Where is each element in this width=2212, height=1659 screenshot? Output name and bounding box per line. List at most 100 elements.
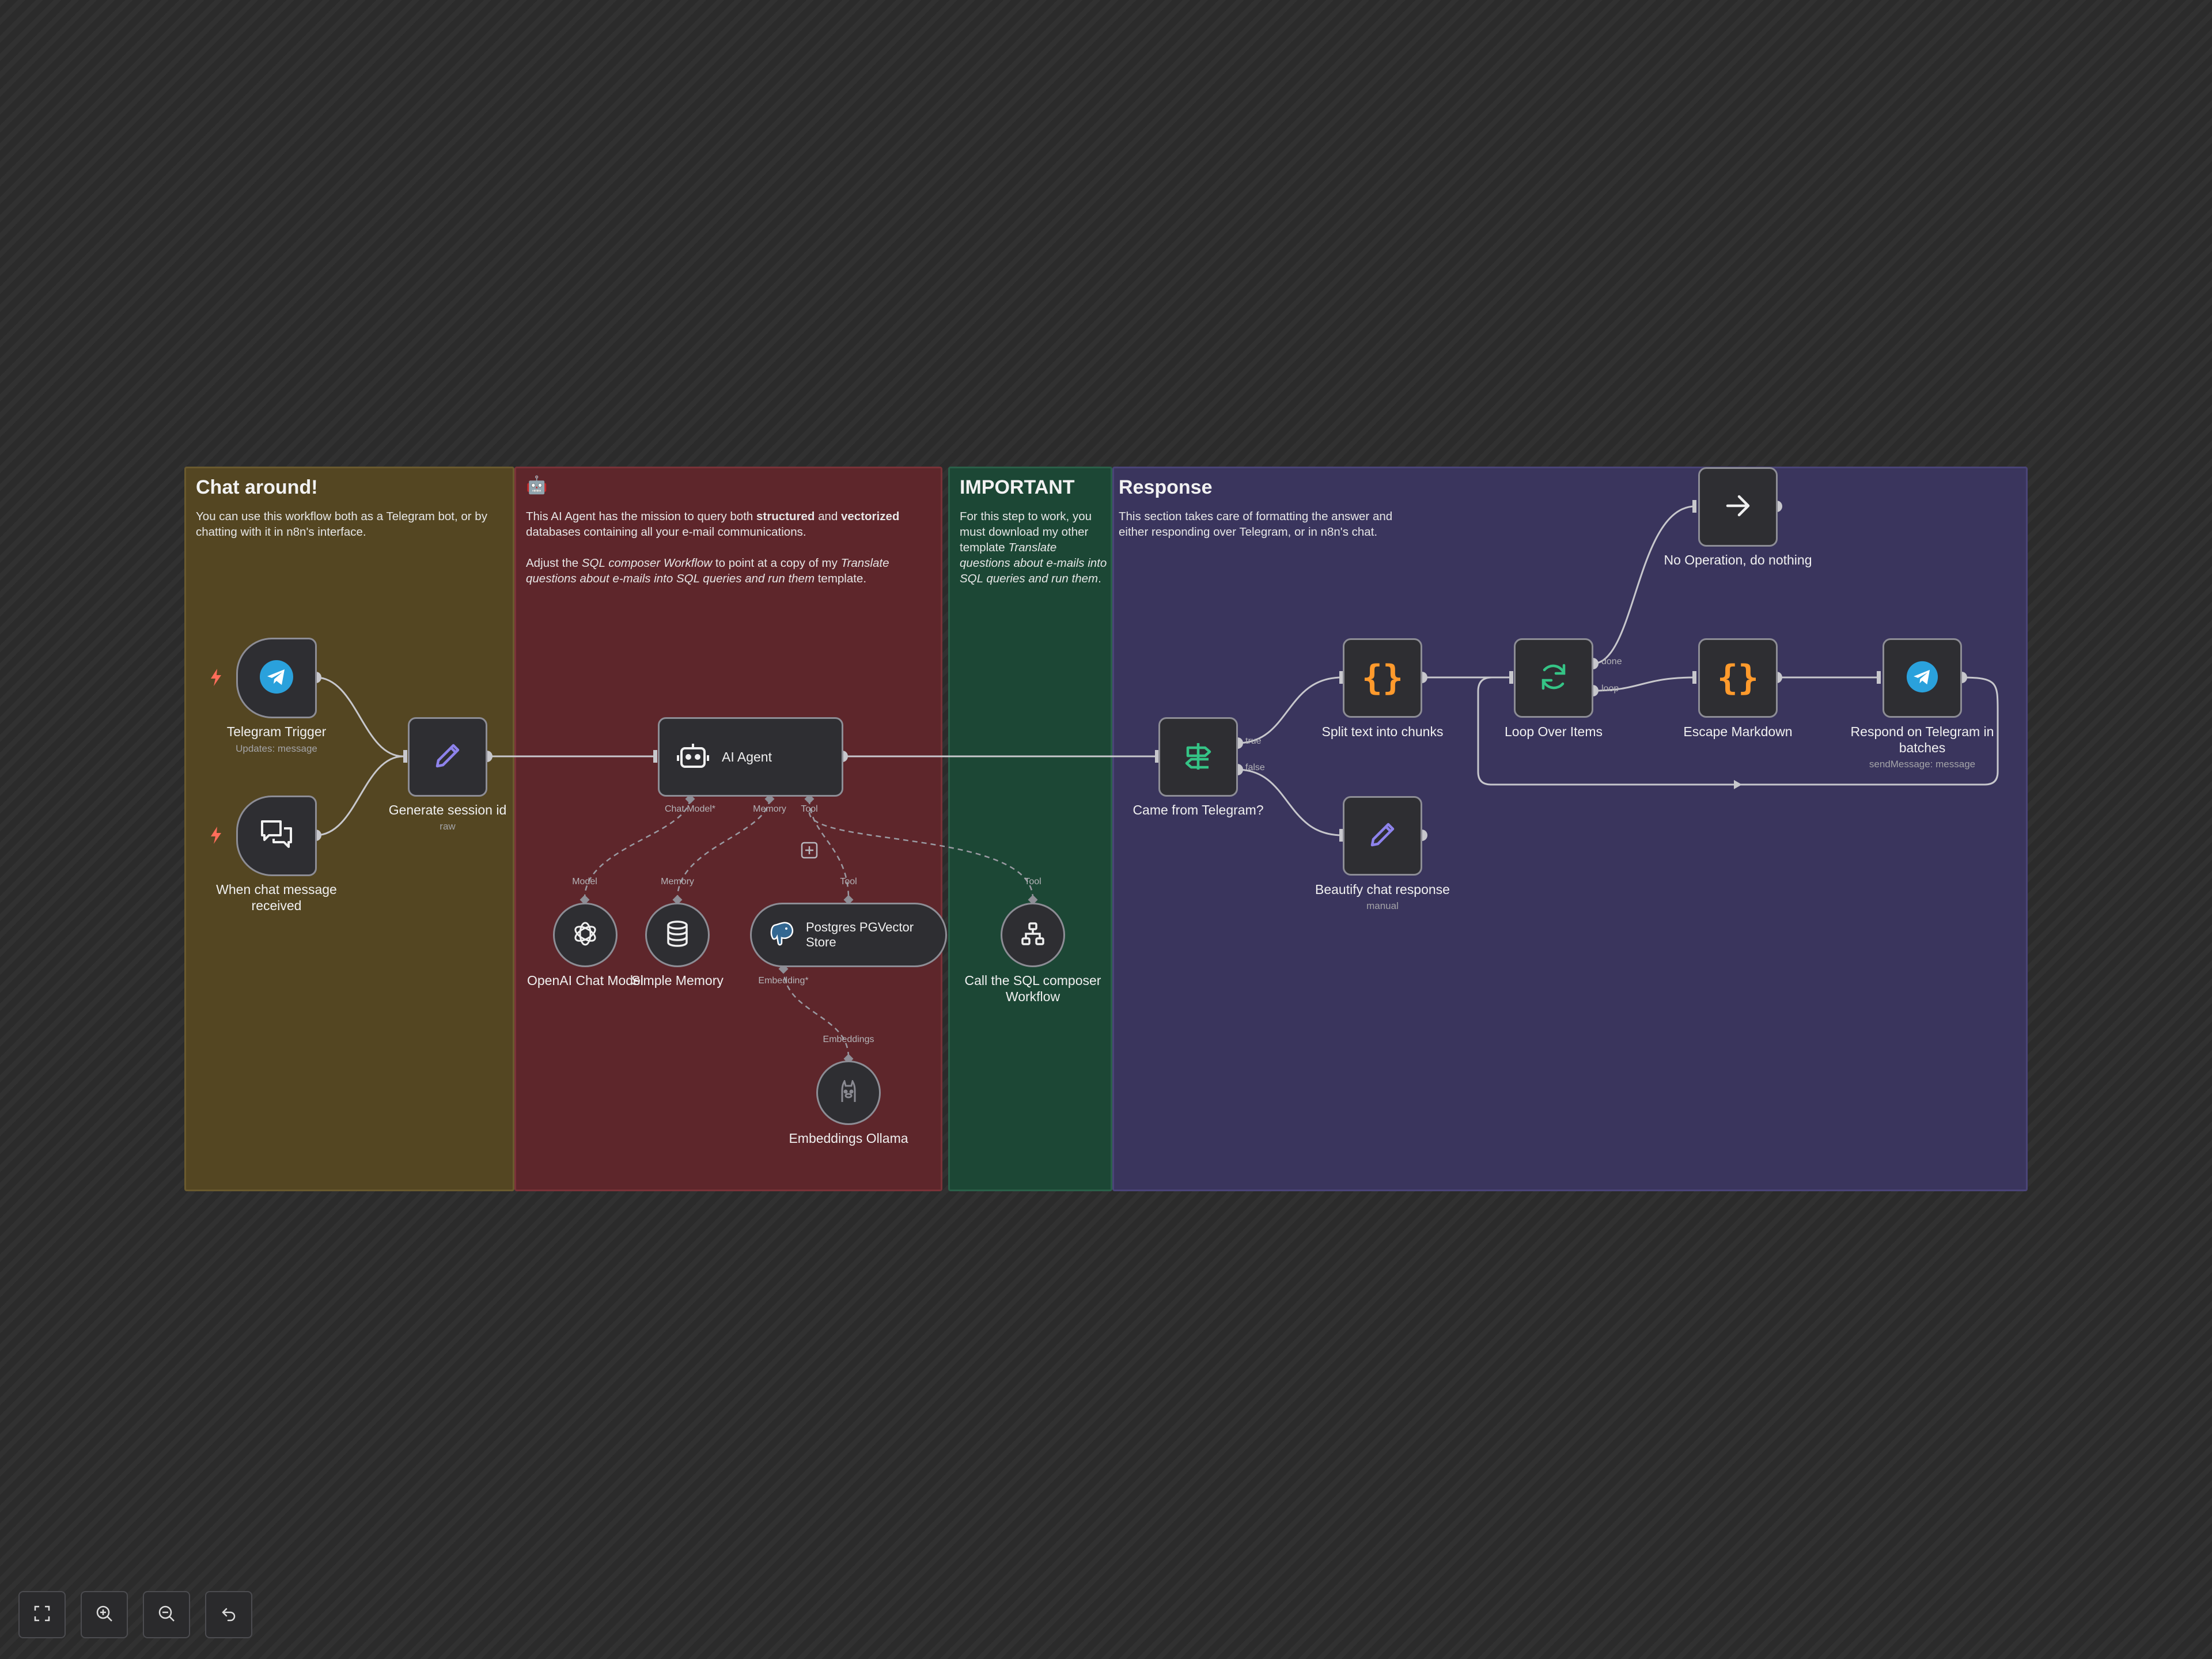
pencil-icon — [431, 740, 464, 775]
node-label: Telegram Trigger — [226, 724, 327, 739]
node-split-text[interactable]: {} — [1343, 638, 1422, 718]
input-port — [1877, 671, 1881, 684]
node-telegram-trigger[interactable] — [236, 638, 317, 718]
database-icon — [666, 920, 689, 950]
connection-memory — [676, 798, 771, 899]
sticky-title-emoji: 🤖 — [526, 476, 548, 495]
node-label: Came from Telegram? — [1132, 802, 1264, 817]
port-label-chat-model: Chat Model* — [664, 804, 716, 814]
port-label-memory: Memory — [753, 804, 786, 814]
sticky-important[interactable]: IMPORTANT For this step to work, you mus… — [948, 467, 1112, 1191]
chat-bubbles-icon — [259, 817, 294, 855]
sticky-response[interactable]: Response This section takes care of form… — [1112, 467, 2028, 1191]
reset-zoom-button[interactable] — [205, 1591, 252, 1638]
input-port — [1692, 671, 1696, 684]
node-generate-session-id[interactable] — [408, 717, 487, 797]
port-label-true: true — [1245, 736, 1262, 746]
node-no-operation[interactable] — [1698, 467, 1778, 547]
connection-sql-tool — [808, 812, 1034, 899]
reset-zoom-icon — [220, 1605, 237, 1625]
node-label: Call the SQL composer Workflow — [964, 973, 1101, 1004]
fit-view-button[interactable] — [18, 1591, 66, 1638]
braces-icon: {} — [1361, 658, 1404, 698]
sticky-body: This AI Agent has the mission to query b… — [526, 510, 900, 585]
braces-icon: {} — [1717, 658, 1759, 698]
sitemap-icon — [1020, 921, 1046, 949]
connection-telegram-to-session — [315, 676, 404, 757]
port-label-loop: loop — [1601, 684, 1619, 694]
node-escape-markdown[interactable]: {} — [1698, 638, 1778, 718]
node-label: Embeddings Ollama — [789, 1131, 908, 1146]
sticky-title: Response — [1119, 476, 1213, 498]
node-subtitle: raw — [440, 821, 456, 832]
pencil-icon — [1366, 819, 1399, 854]
connection-if-false-to-beautify — [1237, 768, 1343, 836]
node-simple-memory[interactable] — [645, 903, 710, 967]
connection-if-true-to-split — [1237, 676, 1343, 744]
postgres-elephant-icon — [769, 921, 796, 950]
refresh-icon — [1537, 661, 1570, 696]
input-port — [1509, 671, 1513, 684]
input-port — [1692, 500, 1696, 513]
input-port — [653, 750, 657, 763]
node-label: Simple Memory — [631, 973, 724, 988]
connection-loop-done-to-noop — [1592, 505, 1696, 665]
diamond-port — [1028, 895, 1038, 905]
input-port — [1339, 829, 1343, 842]
diamond-port — [672, 895, 683, 905]
node-came-from-telegram[interactable] — [1158, 717, 1238, 797]
node-label: Beautify chat response — [1315, 882, 1450, 897]
robot-icon — [677, 741, 709, 773]
connection-pg-tool — [808, 798, 850, 899]
port-label-tool: Tool — [801, 804, 818, 814]
input-port — [1155, 750, 1159, 763]
connection-chat-to-session — [315, 755, 404, 836]
port-label-false: false — [1245, 763, 1265, 772]
node-label: Postgres PGVector Store — [806, 920, 914, 949]
node-chat-trigger[interactable] — [236, 796, 317, 876]
sticky-title: IMPORTANT — [960, 476, 1075, 498]
sticky-body: This section takes care of formatting th… — [1119, 510, 1393, 539]
node-label: No Operation, do nothing — [1664, 552, 1812, 567]
node-label: Generate session id — [388, 802, 507, 817]
input-port — [403, 750, 407, 763]
connection-embeddings — [782, 967, 850, 1058]
node-subtitle: manual — [1366, 900, 1399, 911]
node-label: OpenAI Chat Model — [527, 973, 643, 988]
port-label-pg-tool: Tool — [840, 877, 857, 887]
add-tool-button — [801, 842, 818, 859]
zoom-in-icon — [95, 1604, 113, 1626]
node-openai-chat-model[interactable] — [553, 903, 618, 967]
fit-view-icon — [33, 1605, 51, 1625]
node-ai-agent[interactable]: AI Agent — [658, 717, 843, 797]
node-subtitle: sendMessage: message — [1869, 759, 1976, 770]
node-label: AI Agent — [722, 749, 772, 764]
port-label-embeddings: Embeddings — [823, 1035, 874, 1044]
connection-model — [584, 798, 691, 899]
port-label-model: Model — [572, 877, 597, 887]
port-label-sql-tool: Tool — [1024, 877, 1041, 887]
node-postgres-pgvector[interactable]: Postgres PGVector Store — [750, 903, 947, 967]
signpost-icon — [1182, 740, 1214, 775]
telegram-icon — [259, 660, 294, 697]
port-label-memory-sub: Memory — [661, 877, 694, 887]
node-label: Escape Markdown — [1683, 724, 1793, 739]
connection-loop-to-escape — [1592, 676, 1696, 692]
telegram-icon — [1906, 661, 1938, 696]
node-respond-telegram[interactable] — [1883, 638, 1962, 718]
input-port — [1339, 671, 1343, 684]
node-beautify-chat-response[interactable] — [1343, 796, 1422, 876]
zoom-in-button[interactable] — [81, 1591, 128, 1638]
ollama-llama-icon — [839, 1078, 858, 1106]
sticky-title: Chat around! — [196, 476, 318, 498]
diamond-port — [843, 895, 854, 905]
node-label: Loop Over Items — [1504, 724, 1603, 739]
node-label: Respond on Telegram in batches — [1850, 724, 1994, 755]
node-loop-over-items[interactable] — [1514, 638, 1593, 718]
node-sql-composer-workflow[interactable] — [1001, 903, 1065, 967]
node-embeddings-ollama[interactable] — [816, 1060, 881, 1125]
arrowhead — [1734, 780, 1742, 789]
zoom-out-button[interactable] — [143, 1591, 190, 1638]
connection-respond-loop-back — [1477, 676, 1999, 786]
